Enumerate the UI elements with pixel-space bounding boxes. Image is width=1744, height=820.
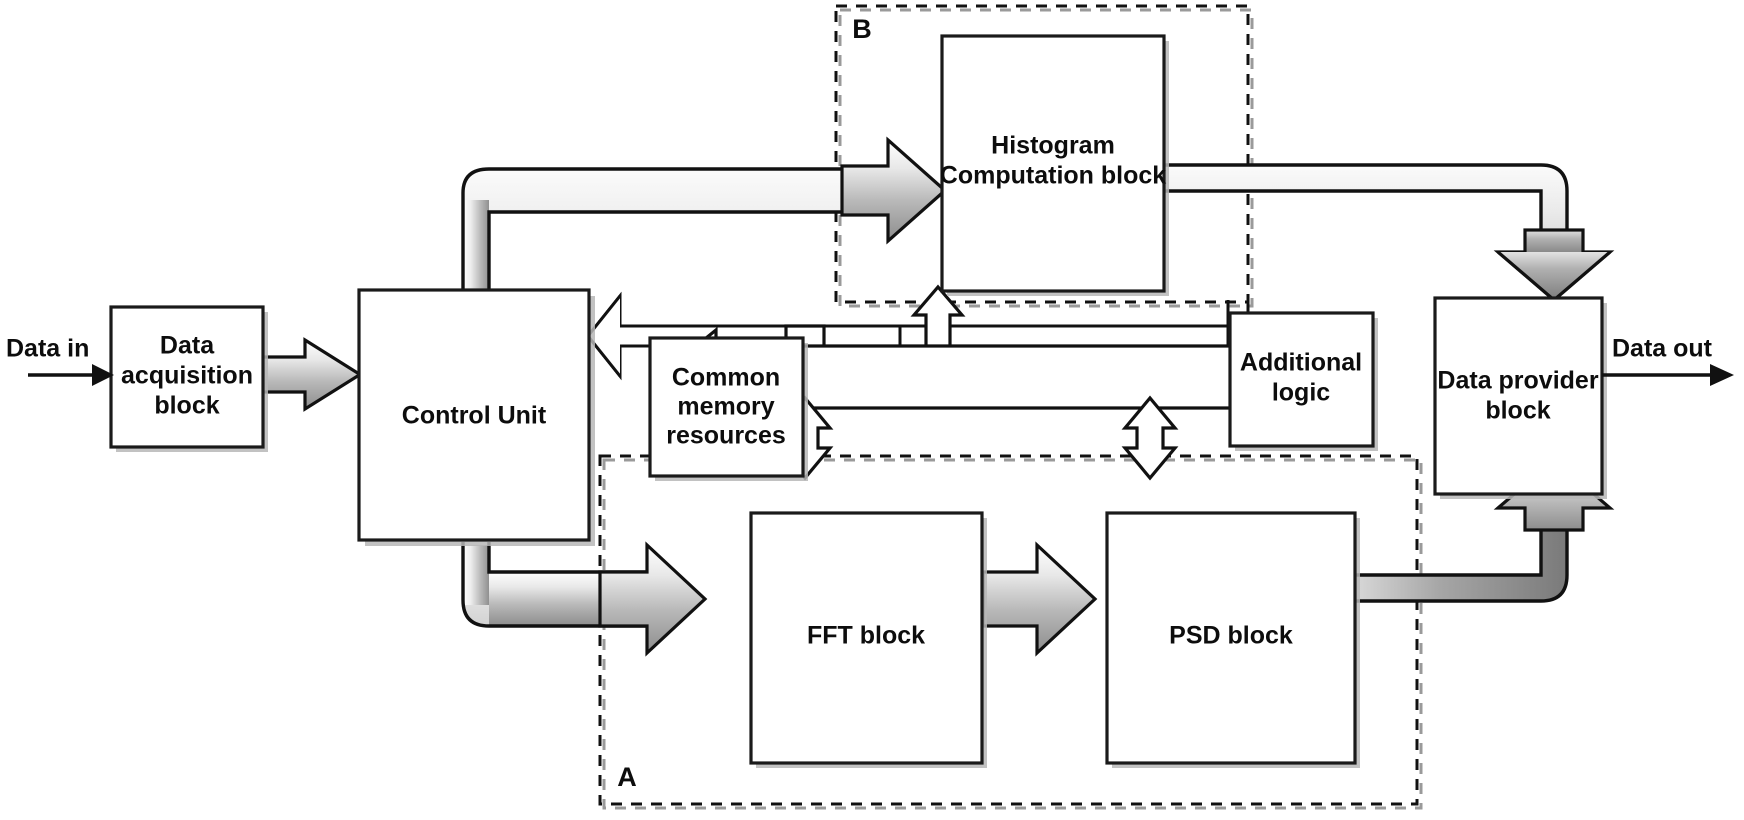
block-additional-logic[interactable]: Additional logic bbox=[1228, 311, 1378, 451]
data-acquisition-label-2: acquisition bbox=[121, 362, 253, 390]
common-memory-label-2: memory bbox=[677, 393, 774, 421]
data-in-arrow bbox=[28, 364, 114, 386]
group-b-label: B bbox=[852, 14, 872, 44]
data-in-label: Data in bbox=[6, 335, 89, 363]
data-out-label: Data out bbox=[1612, 335, 1713, 363]
block-control-unit[interactable]: Control Unit bbox=[357, 288, 595, 546]
data-provider-label-1: Data provider bbox=[1437, 367, 1598, 395]
group-box-b: B bbox=[834, 4, 1254, 308]
common-memory-label-1: Common bbox=[672, 364, 780, 392]
additional-logic-label-2: logic bbox=[1272, 379, 1330, 407]
common-memory-label-3: resources bbox=[666, 422, 786, 450]
block-histogram-computation[interactable]: Histogram Computation block bbox=[940, 34, 1169, 296]
data-out-arrow bbox=[1602, 364, 1734, 386]
group-box-a: A bbox=[598, 454, 1423, 810]
psd-label: PSD block bbox=[1169, 622, 1293, 650]
histogram-label-2: Computation block bbox=[940, 162, 1166, 190]
arrow-acq-to-control bbox=[260, 337, 364, 412]
block-common-memory[interactable]: Common memory resources bbox=[648, 336, 808, 481]
additional-logic-label-1: Additional bbox=[1240, 349, 1362, 377]
double-arrow-bus-psd bbox=[1121, 395, 1179, 481]
data-provider-label-2: block bbox=[1485, 397, 1550, 425]
data-acquisition-label-3: block bbox=[154, 392, 219, 420]
block-psd[interactable]: PSD block bbox=[1105, 511, 1360, 768]
fft-label: FFT block bbox=[807, 622, 925, 650]
data-acquisition-label-1: Data bbox=[160, 332, 215, 360]
block-data-acquisition[interactable]: Data acquisition block bbox=[109, 305, 268, 452]
arrow-fft-to-psd bbox=[981, 541, 1098, 657]
block-fft[interactable]: FFT block bbox=[749, 511, 987, 768]
group-a-label: A bbox=[617, 762, 637, 792]
block-data-provider[interactable]: Data provider block bbox=[1433, 296, 1607, 499]
pipe-control-to-fft bbox=[461, 541, 708, 657]
pipe-histogram-to-provider bbox=[1165, 163, 1615, 303]
pipe-control-to-histogram bbox=[461, 136, 948, 300]
histogram-label-1: Histogram bbox=[991, 132, 1115, 160]
control-unit-label: Control Unit bbox=[402, 402, 547, 430]
